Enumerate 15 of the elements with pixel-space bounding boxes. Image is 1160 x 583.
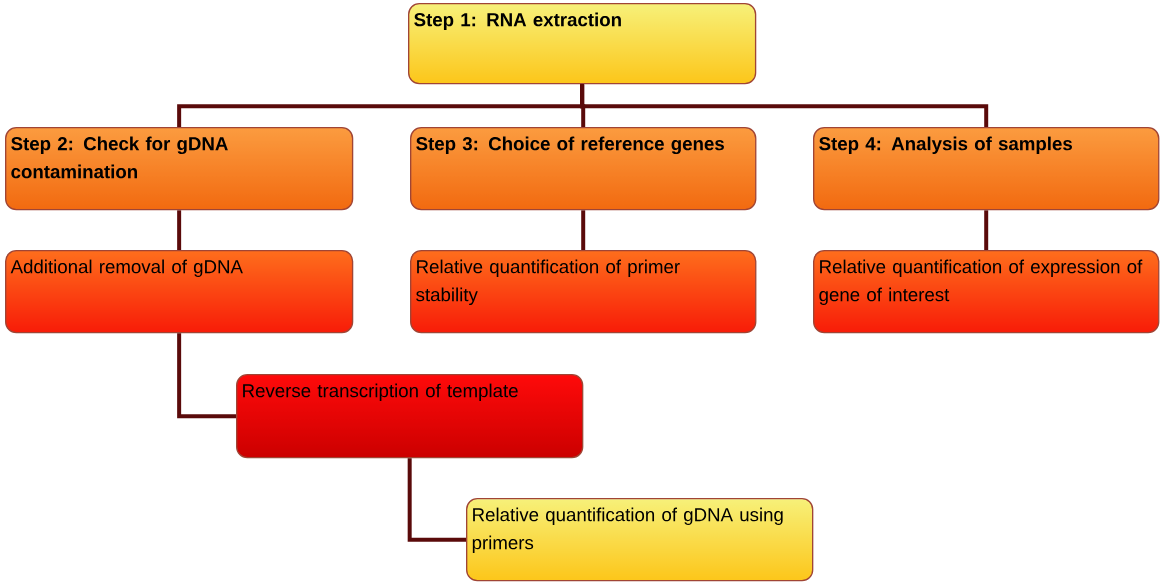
process-box: Relative quantification of gDNA using primers: [466, 498, 814, 582]
connector-line: [580, 84, 989, 127]
process-box: Reverse transcription of template: [236, 374, 584, 459]
step-box: Step 1: RNA extraction: [408, 3, 757, 85]
connector-line: [984, 210, 989, 250]
process-box: Relative quantification of primer stability: [410, 250, 757, 334]
step-box: Step 4: Analysis of samples: [813, 127, 1160, 211]
step-box: Step 2: Check for gDNA contamination: [5, 127, 354, 211]
connector-line: [581, 210, 586, 250]
process-box: Relative quantification of expression of gene of interest: [813, 250, 1160, 334]
connector-line: [177, 210, 182, 250]
connector-line: [177, 333, 236, 419]
connector-line: [407, 458, 466, 542]
process-box: Additional removal of gDNA: [5, 250, 354, 334]
step-box: Step 3: Choice of reference genes: [410, 127, 757, 211]
